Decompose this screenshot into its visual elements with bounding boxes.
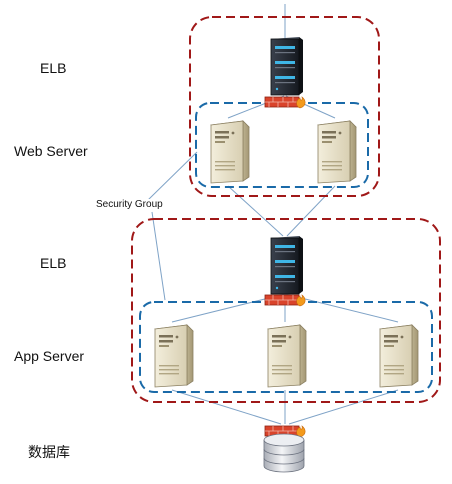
- load-balancer-icon: [270, 235, 304, 295]
- database-label: 数据库: [28, 444, 70, 460]
- server-icon: [317, 120, 357, 184]
- elb-bottom-label: ELB: [40, 255, 67, 271]
- app-tier-zone: [131, 218, 441, 403]
- web-server-label: Web Server: [14, 143, 88, 159]
- firewall-icon: [264, 96, 306, 109]
- database-icon: [263, 433, 305, 473]
- security-group-label: Security Group: [94, 199, 165, 210]
- web-tier-zone: [189, 16, 380, 197]
- app-server-label: App Server: [14, 348, 85, 364]
- server-icon: [379, 324, 419, 388]
- server-icon: [154, 324, 194, 388]
- server-icon: [267, 324, 307, 388]
- server-icon: [210, 120, 250, 184]
- firewall-icon: [264, 294, 306, 307]
- load-balancer-icon: [270, 36, 304, 96]
- elb-top-label: ELB: [40, 60, 67, 76]
